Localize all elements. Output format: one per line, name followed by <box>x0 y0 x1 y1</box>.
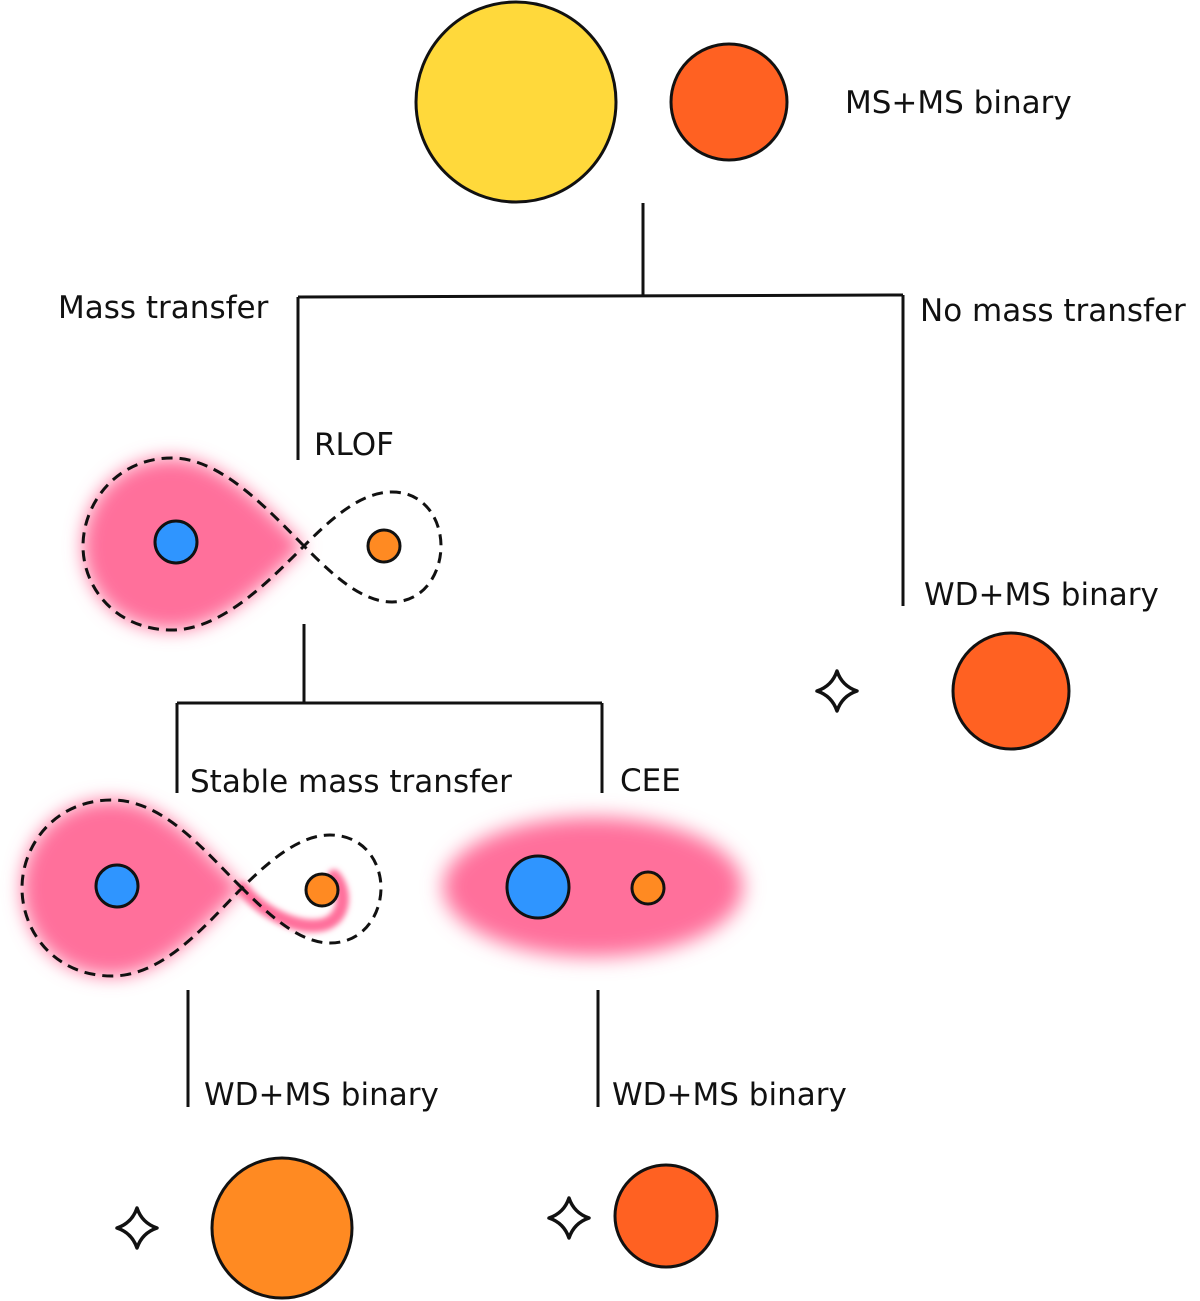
rlof-system <box>81 456 443 632</box>
rlof-donor-core <box>153 519 199 565</box>
label-mass-transfer: Mass transfer <box>58 290 269 326</box>
cee-companion <box>630 870 666 906</box>
common-envelope <box>443 817 743 957</box>
accretion-stream <box>235 869 349 933</box>
label-cee: CEE <box>620 763 681 799</box>
stable-roche-lobe-outline <box>20 798 383 978</box>
branch-lines-top <box>296 203 905 606</box>
stable-mt-system <box>20 798 383 978</box>
label-stable-mass-transfer: Stable mass transfer <box>190 764 512 800</box>
label-ms-ms-binary: MS+MS binary <box>845 85 1072 121</box>
white-dwarf-star-icon-stable <box>115 1206 159 1250</box>
rlof-companion <box>366 528 402 564</box>
white-dwarf-star-icon-cee <box>547 1196 591 1240</box>
label-rlof: RLOF <box>314 427 394 463</box>
label-no-mass-transfer: No mass transfer <box>920 293 1186 329</box>
primary-ms-star <box>414 0 618 204</box>
roche-lobe-outline <box>81 456 443 632</box>
cee-core <box>505 854 571 920</box>
ms-companion-right <box>951 631 1071 751</box>
secondary-ms-star <box>669 42 789 162</box>
label-wd-ms-right: WD+MS binary <box>924 577 1159 613</box>
label-wd-ms-stable: WD+MS binary <box>204 1077 439 1113</box>
cee-system <box>443 817 743 957</box>
stable-donor-core <box>94 863 140 909</box>
ms-companion-cee <box>613 1163 719 1269</box>
label-wd-ms-cee: WD+MS binary <box>612 1077 847 1113</box>
branch-lines-middle <box>175 624 604 793</box>
stable-companion <box>304 872 340 908</box>
ms-companion-stable <box>210 1156 354 1300</box>
white-dwarf-star-icon-right <box>815 669 859 713</box>
